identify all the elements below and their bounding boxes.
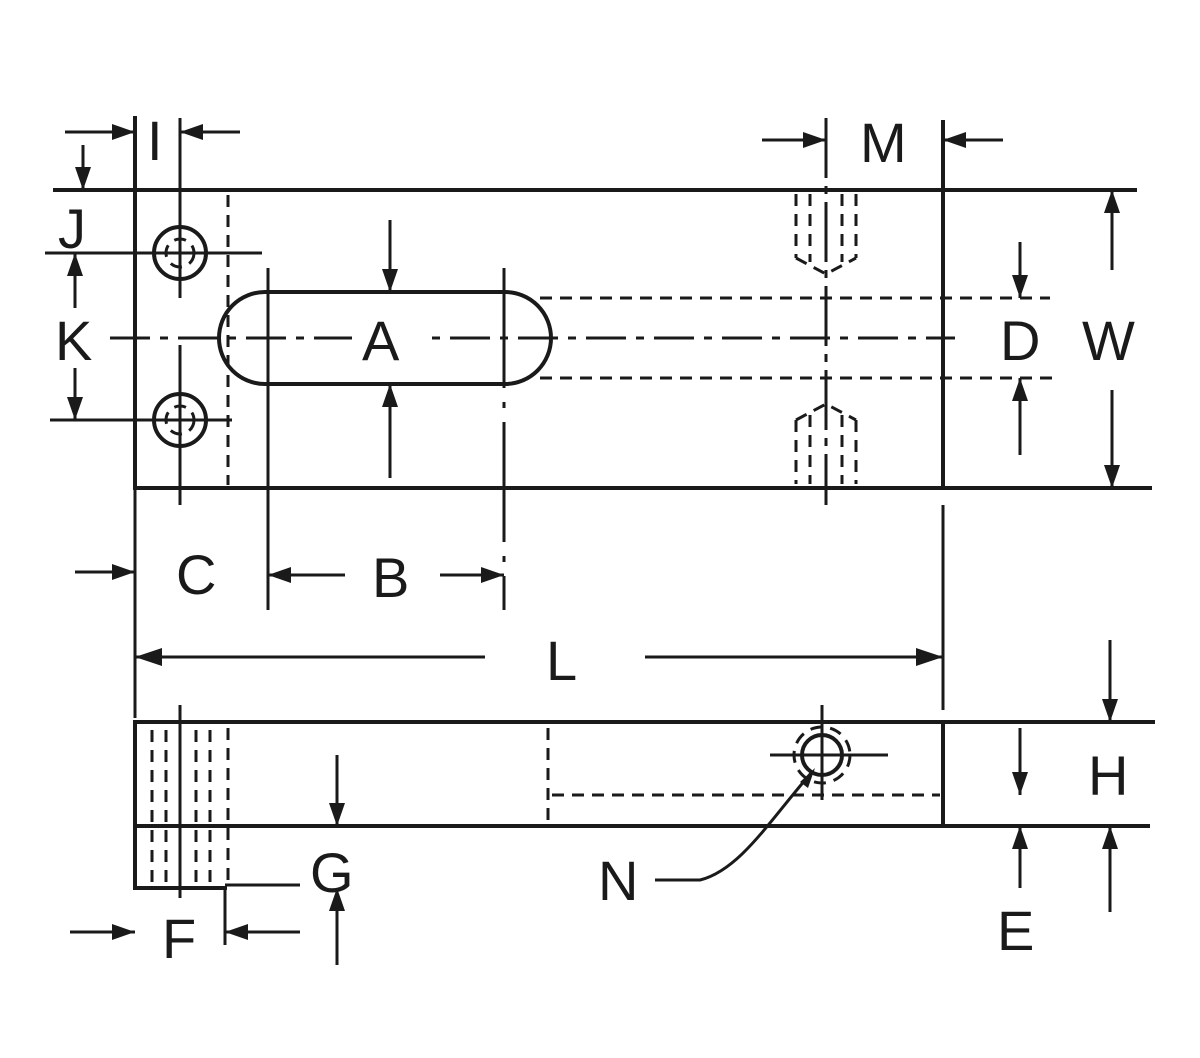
threaded-hole-upper <box>794 194 858 276</box>
label-j: J <box>58 197 86 260</box>
label-m: M <box>860 111 907 174</box>
label-i: I <box>147 109 163 172</box>
label-k: K <box>55 309 92 372</box>
threaded-hole-lower <box>794 402 858 484</box>
label-c: C <box>176 543 216 606</box>
label-e: E <box>997 899 1034 962</box>
label-b: B <box>372 546 409 609</box>
label-h: H <box>1088 744 1128 807</box>
label-n: N <box>598 849 638 912</box>
label-l: L <box>546 629 577 692</box>
side-view <box>133 705 1155 898</box>
label-d: D <box>1000 309 1040 372</box>
screw-hole-upper <box>45 170 262 298</box>
label-w: W <box>1082 309 1135 372</box>
side-view-dimensions: H E G F N <box>70 640 1128 970</box>
label-a: A <box>362 309 400 372</box>
label-g: G <box>310 841 354 904</box>
top-view <box>45 116 1152 610</box>
top-view-dimensions: I J K A M D W <box>52 109 1135 718</box>
label-f: F <box>162 907 196 970</box>
screw-hole-lower <box>50 345 232 505</box>
